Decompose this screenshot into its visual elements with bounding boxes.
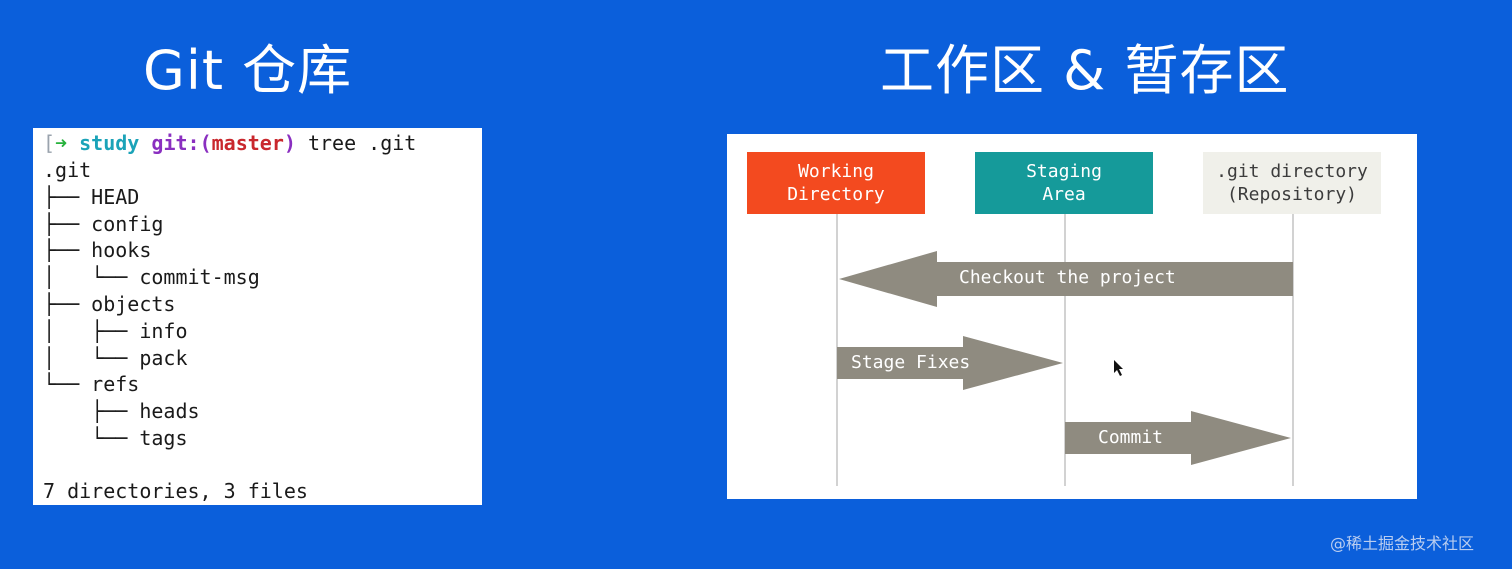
tree-summary: 7 directories, 3 files: [43, 479, 308, 503]
tree-line: │ └── commit-msg: [43, 265, 260, 289]
commit-label: Commit: [1098, 427, 1164, 448]
prompt-arrow-icon: ➜: [55, 131, 68, 155]
workflow-diagram-svg: [836, 214, 1294, 486]
tree-line: ├── objects: [43, 292, 176, 316]
repository-box: .git directory (Repository): [1203, 152, 1381, 214]
commit-arrow: [1065, 411, 1291, 465]
tree-line: ├── config: [43, 212, 164, 236]
prompt-bracket: [: [43, 131, 56, 155]
workspace-staging-title: 工作区 & 暂存区: [880, 39, 1290, 102]
tree-line: │ ├── info: [43, 319, 188, 343]
tree-line: .git: [43, 158, 92, 182]
tree-line: ├── hooks: [43, 238, 152, 262]
watermark: @稀土掘金技术社区: [1330, 534, 1475, 553]
prompt-directory: study: [79, 131, 140, 155]
terminal-prompt-line: [➜ study git:(master) tree .git: [43, 130, 416, 157]
tree-line: └── refs: [43, 372, 140, 396]
prompt-git-close: ): [283, 131, 296, 155]
tree-line: └── tags: [43, 426, 188, 450]
checkout-arrow: [839, 251, 1293, 307]
tree-line: ├── HEAD: [43, 185, 140, 209]
checkout-label: Checkout the project: [959, 267, 1176, 288]
tree-line: ├── heads: [43, 399, 200, 423]
stage-fixes-label: Stage Fixes: [851, 352, 971, 373]
prompt-git: git:(: [151, 131, 212, 155]
git-workflow-diagram: Working Directory Staging Area .git dire…: [727, 134, 1417, 499]
git-repo-title: Git 仓库: [143, 39, 353, 102]
tree-line: │ └── pack: [43, 346, 188, 370]
staging-area-box: Staging Area: [975, 152, 1153, 214]
terminal-output: [➜ study git:(master) tree .git .git ├──…: [33, 128, 482, 505]
stage-fixes-arrow: [837, 336, 1063, 390]
mouse-cursor-icon: [1114, 360, 1123, 376]
prompt-branch: master: [211, 131, 284, 155]
terminal-command: tree .git: [307, 131, 417, 155]
working-directory-box: Working Directory: [747, 152, 925, 214]
